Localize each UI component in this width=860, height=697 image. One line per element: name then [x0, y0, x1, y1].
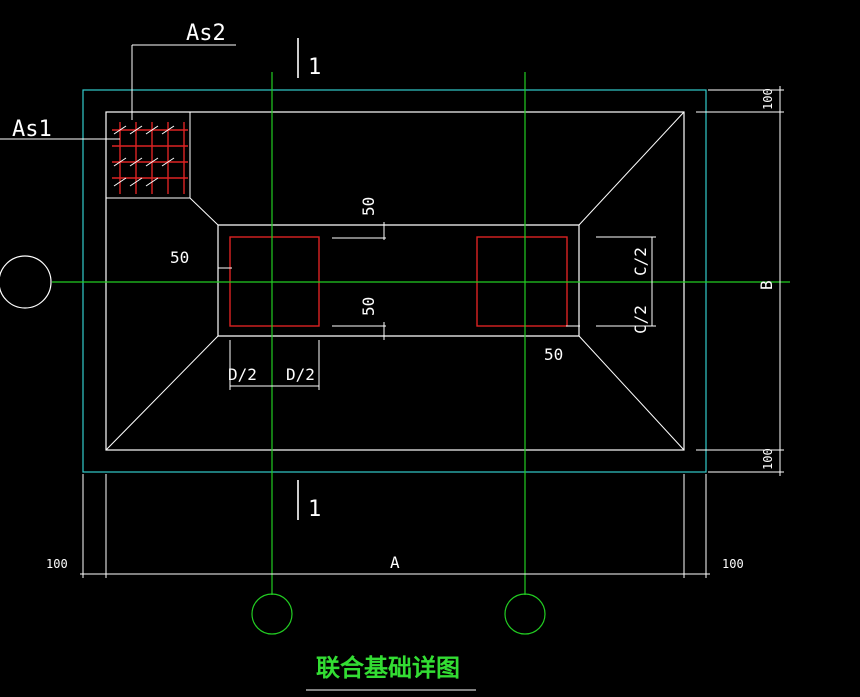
- dim-50-bottom-label: 50: [359, 297, 378, 316]
- foundation-base-outline: [105, 111, 685, 451]
- slope-line-bl: [105, 335, 219, 451]
- as1-label: As1: [12, 117, 52, 142]
- slope-line-tr: [578, 111, 685, 226]
- dim-d2-left-label: D/2: [228, 365, 257, 384]
- dim-50-left-label: 50: [170, 248, 189, 267]
- axis-bubble-left-horizontal: [0, 255, 52, 309]
- dim-100-left-label: 100: [46, 557, 68, 571]
- dim-100-right-label: 100: [722, 557, 744, 571]
- dim-c2-bottom-label: C/2: [631, 305, 650, 334]
- dim-b-label: B: [757, 280, 776, 290]
- dim-100-top-label: 100: [761, 88, 775, 110]
- as2-label: As2: [186, 21, 226, 46]
- slope-line-tl-h: [189, 197, 219, 226]
- dim-50-top-label: 50: [359, 197, 378, 216]
- dim-50-right-label: 50: [544, 345, 563, 364]
- dim-d2-right-label: D/2: [286, 365, 315, 384]
- rebar-patch-outline: [105, 111, 191, 199]
- bedding-outline: [82, 89, 707, 473]
- rebar-ticks: [113, 125, 175, 187]
- axis-bubble-bottom-left: [251, 593, 293, 635]
- dim-100-bottom-label: 100: [761, 448, 775, 470]
- drawing-title: 联合基础详图: [316, 654, 460, 682]
- section-mark-bottom-label: 1: [308, 497, 321, 522]
- section-mark-top-label: 1: [308, 55, 321, 80]
- axis-bubble-bottom-right: [504, 593, 546, 635]
- slope-line-br: [578, 335, 685, 451]
- dim-a-label: A: [390, 553, 400, 572]
- dim-c2-top-label: C/2: [631, 247, 650, 276]
